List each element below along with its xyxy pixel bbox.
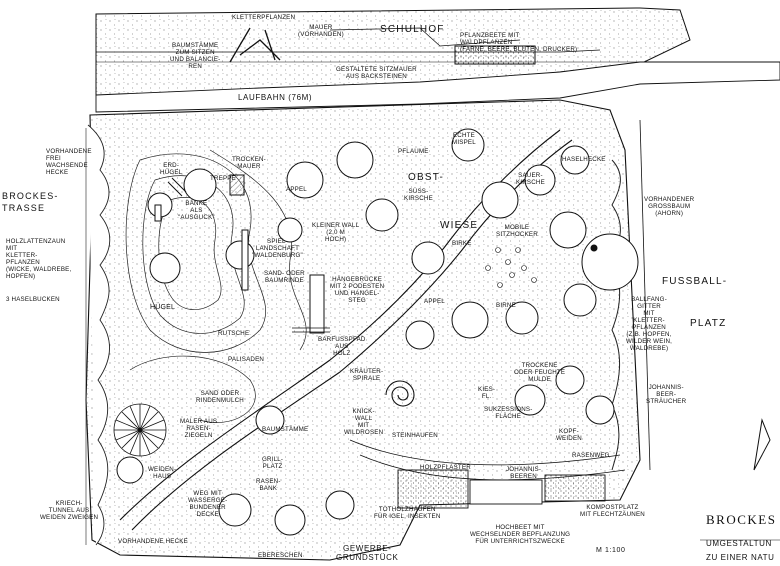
label-kompostplatz: KOMPOSTPLATZ MIT FLECHTZÄUNEN xyxy=(580,504,645,518)
label-kraeuterspirale: KRÄUTER- SPIRALE xyxy=(350,368,384,382)
label-brockes-trasse: BROCKES- TRASSE xyxy=(2,191,59,213)
label-haselhecke: HASELHECKE xyxy=(562,156,606,163)
label-barfusspfad: BARFUSSPFAD AUS HOLZ xyxy=(318,336,366,357)
label-echte-mispel: ECHTE MISPEL xyxy=(452,132,476,146)
label-trockenmauer: TROCKEN- MAUER xyxy=(232,156,266,170)
label-birne: BIRNE xyxy=(496,302,516,309)
label-birke: BIRKE xyxy=(452,240,472,247)
label-totholzhaufen: TOTHOLZHAUFEN FÜR IGEL, INSEKTEN xyxy=(374,506,441,520)
label-rutsche: RUTSCHE xyxy=(218,330,250,337)
label-baumstaemme: BAUMSTÄMME ZUM SITZEN UND BALANCIE- REN xyxy=(170,42,221,70)
label-appel-1: APPEL xyxy=(286,186,307,193)
label-m-scale: M 1:100 xyxy=(596,547,626,554)
label-suesskirsche: SÜSS- KIRSCHE xyxy=(404,188,433,202)
label-johannisbeer-right: JOHANNIS- BEER- STRÄUCHER xyxy=(646,384,687,405)
label-obst: OBST- xyxy=(408,172,445,183)
bottom-plots xyxy=(397,469,606,509)
label-erdhuegel: ERD- HÜGEL xyxy=(160,162,183,176)
label-sand-rindenmulch: SAND ODER RINDENMULCH xyxy=(196,390,244,404)
label-hecke-left: VORHANDENE FREI WACHSENDE HECKE xyxy=(46,148,92,176)
label-grossbaum: VORHANDENER GROSSBAUM (AHORN) xyxy=(644,196,695,217)
label-kopfweiden: KOPF- WEIDEN xyxy=(556,428,582,442)
label-mobile-sitzhocker: MOBILE SITZHOCKER xyxy=(496,224,538,238)
right-hedge xyxy=(611,159,621,471)
label-grillplatz: GRILL- PLATZ xyxy=(262,456,284,470)
label-holzpflaster: HOLZPFLASTER xyxy=(420,464,471,471)
play-structures xyxy=(154,174,330,334)
north-arrow xyxy=(753,418,771,471)
label-holzlattenzaun: HOLZLATTENZAUN MIT KLETTER- PFLANZEN (WI… xyxy=(6,238,72,280)
label-rasenbank: RASEN- BANK xyxy=(256,478,281,492)
left-hedge xyxy=(85,124,111,546)
label-natur: ZU EINER NATU xyxy=(706,553,775,562)
label-umgestaltung: UMGESTALTUN xyxy=(706,539,772,548)
label-johannisbeeren-bottom: JOHANNIS- BEEREN xyxy=(506,466,542,480)
label-fussball: FUSSBALL- xyxy=(662,276,728,287)
label-baenke: BÄNKE ALS "AUSGUCK" xyxy=(178,200,215,221)
label-schulhof: SCHULHOF xyxy=(380,24,445,35)
label-gewerbegrund: GEWERBE- GRUNDSTÜCK xyxy=(336,544,399,562)
football-field-edge xyxy=(639,119,651,471)
label-sukzession: SUKZESSIONS- FLÄCHE xyxy=(484,406,533,420)
label-haengebruecke: HÄNGEBRÜCKE MIT 2 PODESTEN UND HANGEL- S… xyxy=(330,276,385,304)
label-ebereschen: EBERESCHEN xyxy=(258,552,303,559)
label-steinhaufen: STEINHAUFEN xyxy=(392,432,438,439)
label-kleiner-wall: KLEINER WALL (2,0 m HOCH) xyxy=(312,222,360,243)
running-track xyxy=(95,61,780,113)
label-laufbahn: LAUFBAHN (76m) xyxy=(238,93,313,102)
label-knickwall: KNICK- WALL MIT WILDROSEN xyxy=(344,408,384,436)
label-pflanzbeete: PFLANZBEETE MIT WALDPFLANZEN (FARNE, BEE… xyxy=(460,32,578,53)
label-haselbuecken: 3 HASELBUCKEN xyxy=(6,296,60,303)
label-trockene-mulde: TROCKENE ODER FEUCHTE MULDE xyxy=(514,362,566,383)
label-hochbeet: HOCHBEET MIT WECHSELNDER BEPFLANZUNG FÜR… xyxy=(470,524,571,545)
label-appel-2: APPEL xyxy=(424,298,445,305)
herb-spiral xyxy=(385,380,415,407)
willow-house xyxy=(113,403,167,457)
label-spiellandschaft: SPIEL- LANDSCHAFT "WALDENBURG" xyxy=(252,238,303,259)
label-rasenweg: RASENWEG xyxy=(572,452,610,459)
mobile-stools xyxy=(485,247,537,288)
label-platz: PLATZ xyxy=(690,318,727,329)
label-sand-baumrinde: SAND- ODER BAUMRINDE xyxy=(264,270,305,284)
label-sitzmauer: GESTALTETE SITZMAUER AUS BACKSTEINEN xyxy=(336,66,417,80)
label-mauer: MAUER (VORHANDEN) xyxy=(298,24,344,38)
label-huegel: HÜGEL xyxy=(150,304,176,311)
big-tree-trunk xyxy=(590,244,598,252)
label-baumstaemme-2: BAUMSTÄMME xyxy=(262,426,309,433)
label-hecke-bottom: VORHANDENE HECKE xyxy=(118,538,188,545)
label-pflaume: PFLAUME xyxy=(398,148,429,155)
label-sauerkirsche: SAUER- KIRSCHE xyxy=(516,172,545,186)
label-brockes-title: BROCKES xyxy=(706,512,777,527)
label-kletterpflanzen-top: KLETTERPFLANZEN xyxy=(232,14,296,21)
label-ballfang: BALLFANG- GITTER MIT KLETTER- PFLANZEN (… xyxy=(626,296,673,352)
label-weidenhaus: WEIDEN- HAUS xyxy=(148,466,177,480)
label-weg-wasser: WEG MIT WASSERGE- BUNDENER DECKE xyxy=(188,490,228,518)
label-wiese: WIESE xyxy=(440,220,479,231)
label-treppe: TREPPE xyxy=(210,175,236,182)
label-kriechtunnel: KRIECH- TUNNEL AUS WEIDEN ZWEIGEN xyxy=(40,500,99,521)
label-maler-rasen: MALER AUS RASEN- ZIEGELN xyxy=(180,418,218,439)
label-kies: KIES- FL. xyxy=(478,386,496,400)
label-palisaden: PALISADEN xyxy=(228,356,265,363)
